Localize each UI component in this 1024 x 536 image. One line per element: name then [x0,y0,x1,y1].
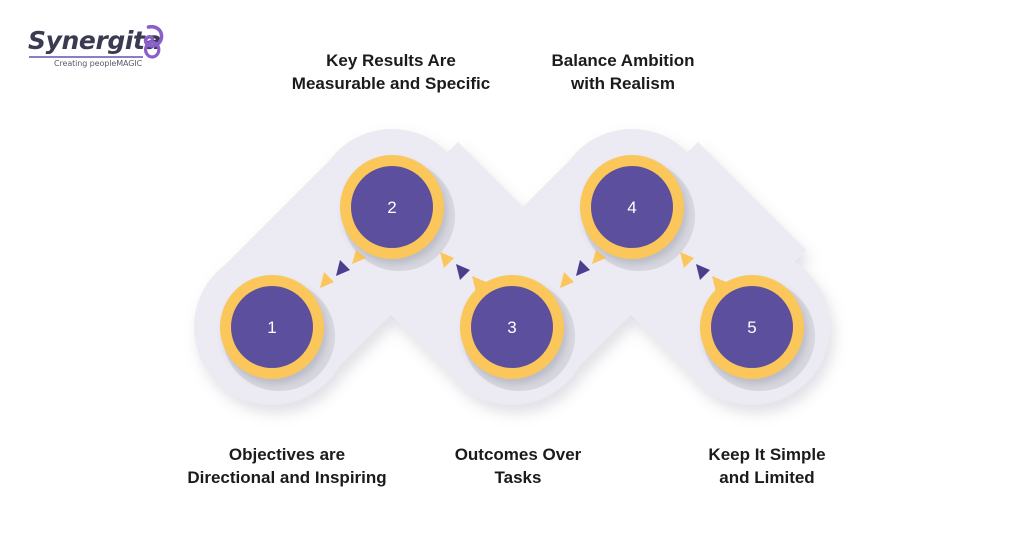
step-label-2: Key Results Are Measurable and Specific [291,51,491,93]
step-node-5-number: 5 [747,317,757,337]
step-node-3-number: 3 [507,317,517,337]
step-node-4-number: 4 [627,197,637,217]
connector-1-to-2 [320,250,366,288]
step-label-4: Balance Ambition with Realism [551,51,695,93]
step-node-2-core: 2 [351,166,433,248]
step-label-3: Outcomes Over Tasks [454,445,582,487]
step-node-5[interactable]: 5 [700,275,804,379]
step-node-3-core: 3 [471,286,553,368]
step-node-2[interactable]: 2 [340,155,444,259]
synergita-logo: Synergita Creating peopleMAGIC [28,25,178,80]
connector-3-to-4 [560,250,606,288]
logo-wordmark: Synergita [28,26,162,55]
step-node-5-core: 5 [711,286,793,368]
step-node-4-core: 4 [591,166,673,248]
step-node-1-core: 1 [231,286,313,368]
step-label-1: Objectives are Directional and Inspiring [187,445,387,487]
step-label-5: Keep It Simple and Limited [708,445,826,487]
step-node-1-number: 1 [267,317,277,337]
swirl-icon [143,25,164,59]
step-node-1[interactable]: 1 [220,275,324,379]
connector-2-to-3 [440,252,486,292]
step-node-4[interactable]: 4 [580,155,684,259]
logo-divider [29,56,143,58]
step-node-2-number: 2 [387,197,397,217]
logo-tagline: Creating peopleMAGIC [54,59,143,68]
step-node-3[interactable]: 3 [460,275,564,379]
connector-4-to-5 [680,252,726,292]
